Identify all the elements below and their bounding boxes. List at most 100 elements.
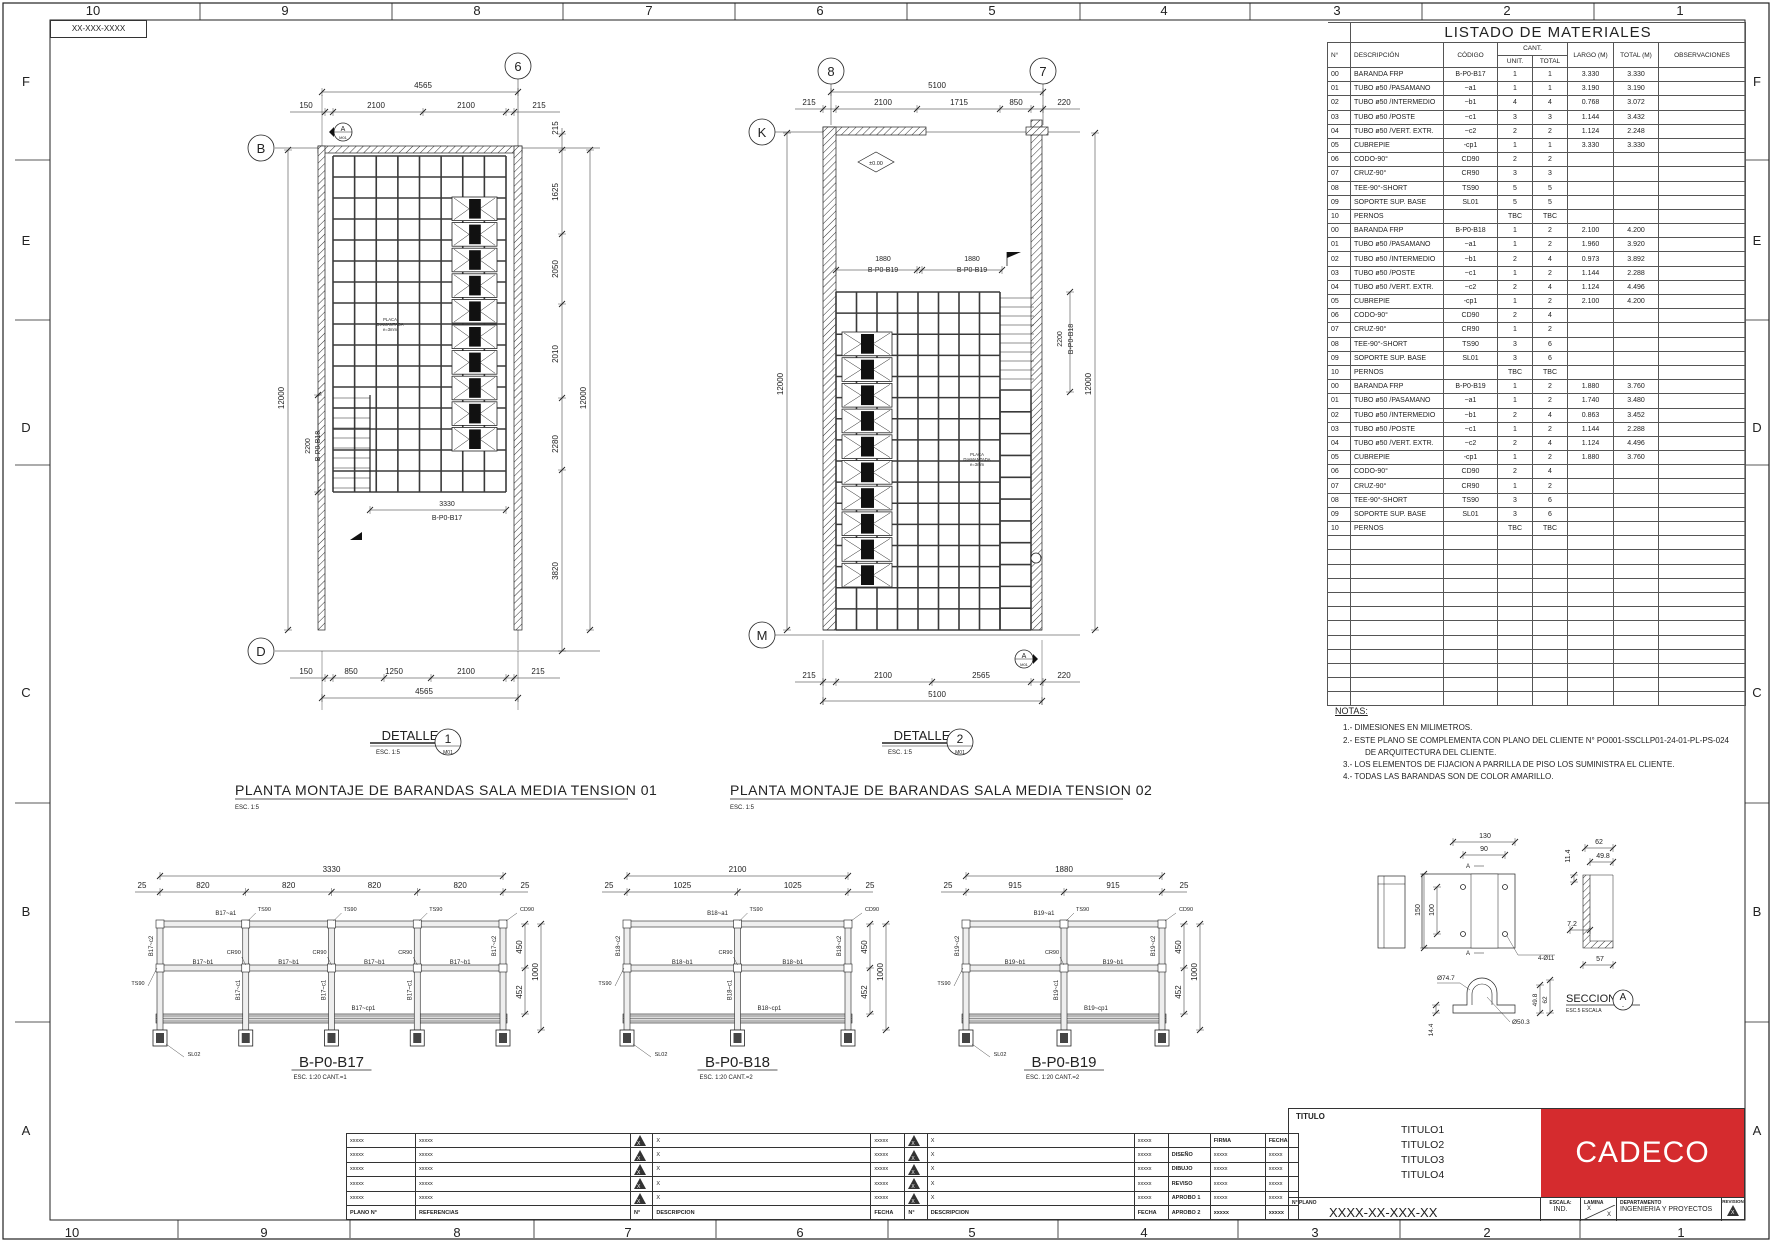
item-length — [1567, 322, 1614, 338]
dimension-label: 2565 — [972, 671, 990, 680]
part-label: B18~a1 — [707, 911, 729, 917]
item-number: 05 — [1327, 450, 1351, 466]
stair-block — [469, 429, 481, 449]
item-total-length: 4.200 — [1613, 223, 1659, 239]
detail-sheet: M01 — [955, 750, 965, 756]
item-length — [1567, 208, 1614, 225]
post — [328, 920, 335, 1031]
stair-block — [469, 275, 481, 296]
part-label: B19~c2 — [1151, 935, 1157, 956]
empty-cell — [1567, 563, 1614, 579]
base-bolt — [156, 1033, 164, 1043]
dimension-label: 25 — [521, 881, 530, 890]
item-code: ~c2 — [1443, 279, 1498, 296]
item-code: CR90 — [1443, 322, 1498, 338]
item-unit-qty: 1 — [1497, 322, 1533, 338]
revision-cell: X — [629, 1190, 654, 1206]
dimension-label: 215 — [802, 98, 816, 107]
drawing-line — [843, 343, 862, 355]
dimension-label: 25 — [1180, 881, 1189, 890]
item-length: 0.768 — [1567, 95, 1614, 111]
dimension-label: 3330 — [439, 501, 455, 508]
revision-triangle-icon — [634, 1135, 646, 1147]
zone-column-label: 1 — [1676, 3, 1683, 18]
item-unit-qty: 2 — [1497, 123, 1533, 139]
department-value: INGENIERIA Y PROYECTOS — [1620, 1206, 1713, 1213]
item-length — [1567, 152, 1614, 168]
item-total-qty: 3 — [1532, 109, 1568, 125]
item-total-qty: 2 — [1532, 393, 1568, 409]
base-bolt — [1060, 1033, 1068, 1043]
fitting — [241, 919, 251, 929]
dimension-label: 2100 — [457, 667, 475, 676]
item-total-qty: 2 — [1532, 478, 1568, 494]
item-number: 00 — [1327, 66, 1351, 83]
fitting-label: SL02 — [188, 1052, 201, 1058]
revision-cell: X — [904, 1132, 928, 1149]
item-total-qty: 2 — [1532, 265, 1568, 281]
empty-cell — [1443, 549, 1498, 565]
dimension-label: 2100 — [457, 101, 475, 110]
drawing-line — [453, 248, 470, 261]
detail-bubble-icon — [946, 728, 974, 756]
item-observations — [1658, 109, 1746, 125]
revision-triangle-icon — [908, 1178, 921, 1190]
part-label: B18~cp1 — [758, 1006, 783, 1012]
note-4: 4.- TODAS LAS BARANDAS SON DE COLOR AMAR… — [1343, 772, 1554, 782]
header-description: DESCRIPCIÓN — [1350, 42, 1444, 68]
item-description: BARANDA FRP — [1350, 379, 1444, 395]
dimension-label: 450 — [515, 940, 524, 954]
drawing-line — [479, 325, 496, 338]
part-label: B17~b1 — [364, 960, 386, 966]
zone-row-label: E — [22, 233, 31, 248]
fitting-label: CD90 — [520, 907, 534, 913]
fitting-label: CD90 — [1179, 907, 1193, 913]
item-unit-qty: 2 — [1497, 435, 1533, 452]
dimension-label: 5100 — [928, 81, 946, 90]
empty-cell — [1613, 634, 1659, 650]
item-total-length: 3.760 — [1613, 450, 1659, 466]
drawing-line — [872, 395, 891, 407]
dimension-label: 2200 — [1057, 331, 1064, 347]
revision-cell: REVISION X — [1722, 1198, 1744, 1221]
revision-cell: PLANO N° — [346, 1204, 416, 1221]
item-unit-qty: 1 — [1497, 265, 1533, 281]
dimension-label: 62 — [1542, 996, 1549, 1004]
dimension-label: 7.2 — [1567, 921, 1577, 928]
fitting-label: SL02 — [994, 1052, 1007, 1058]
drawing-line — [505, 912, 518, 922]
item-code: TS90 — [1443, 336, 1498, 352]
item-code: CD90 — [1443, 152, 1498, 168]
plate-side-view — [1377, 875, 1406, 949]
drawing-line — [843, 523, 862, 535]
fitting — [843, 919, 853, 929]
dimension-label: 1715 — [950, 98, 968, 107]
item-total-length: 3.760 — [1613, 379, 1659, 395]
item-description: PERNOS — [1350, 520, 1444, 537]
stair-block — [861, 385, 874, 406]
item-number: 05 — [1327, 293, 1351, 310]
empty-cell — [1532, 606, 1568, 622]
zone-column-label: 2 — [1503, 3, 1510, 18]
section-marker-sheet: M01 — [1020, 662, 1029, 667]
fitting-label: CR90 — [398, 950, 412, 956]
item-total-length — [1613, 350, 1659, 366]
item-length: 1.144 — [1567, 265, 1614, 281]
item-description: TUBO ø50 /INTERMEDIO — [1350, 407, 1444, 423]
drawing-line — [733, 956, 738, 966]
item-total-length: 2.288 — [1613, 421, 1659, 437]
level-marker-icon — [857, 151, 895, 173]
empty-cell — [1658, 606, 1746, 622]
item-unit-qty: 1 — [1497, 81, 1533, 97]
flag-icon — [1007, 252, 1021, 258]
item-code: ~a1 — [1443, 393, 1498, 409]
fitting — [412, 963, 422, 973]
revision-cell: X — [904, 1176, 928, 1192]
